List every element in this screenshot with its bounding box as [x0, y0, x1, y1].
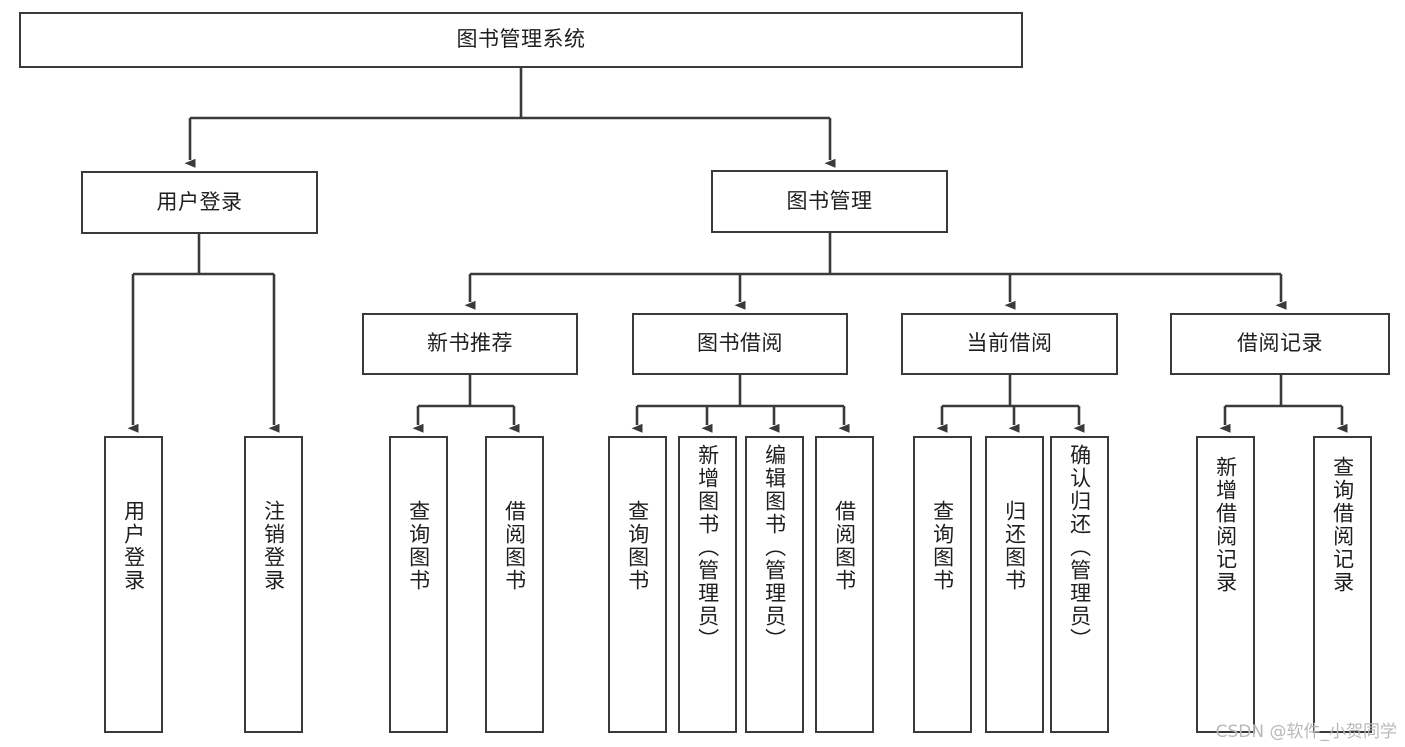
node-leaf-return-book-label: 归还图书	[1002, 500, 1027, 592]
node-current-borrow[interactable]: 当前借阅	[901, 313, 1118, 375]
node-leaf-query-record-label: 查询借阅记录	[1330, 456, 1355, 594]
node-leaf-user-login-label: 用户登录	[121, 500, 146, 592]
node-leaf-borrow-book-rec-label: 借阅图书	[502, 500, 527, 592]
node-leaf-borrow-book-b-label: 借阅图书	[832, 500, 857, 592]
node-leaf-add-book[interactable]: 新增图书（管理员）	[678, 436, 737, 733]
node-book-borrow-label: 图书借阅	[697, 331, 783, 356]
node-user-login[interactable]: 用户登录	[81, 171, 318, 234]
node-leaf-return-book[interactable]: 归还图书	[985, 436, 1044, 733]
node-leaf-edit-book-label: 编辑图书（管理员）	[762, 444, 787, 651]
node-leaf-query-book-c[interactable]: 查询图书	[913, 436, 972, 733]
node-root-label: 图书管理系统	[456, 27, 586, 52]
node-leaf-query-book-b[interactable]: 查询图书	[608, 436, 667, 733]
node-leaf-add-record-label: 新增借阅记录	[1213, 456, 1238, 594]
node-leaf-confirm-return[interactable]: 确认归还（管理员）	[1050, 436, 1109, 733]
node-leaf-add-record[interactable]: 新增借阅记录	[1196, 436, 1255, 733]
node-book-borrow[interactable]: 图书借阅	[632, 313, 848, 375]
node-user-login-label: 用户登录	[156, 189, 243, 214]
node-new-book-rec[interactable]: 新书推荐	[362, 313, 578, 375]
node-leaf-add-book-label: 新增图书（管理员）	[695, 444, 720, 651]
node-leaf-user-login[interactable]: 用户登录	[104, 436, 163, 733]
node-borrow-record[interactable]: 借阅记录	[1170, 313, 1390, 375]
node-book-manage[interactable]: 图书管理	[711, 170, 948, 233]
node-leaf-confirm-return-label: 确认归还（管理员）	[1067, 444, 1092, 651]
node-leaf-edit-book[interactable]: 编辑图书（管理员）	[745, 436, 804, 733]
node-leaf-query-record[interactable]: 查询借阅记录	[1313, 436, 1372, 733]
node-new-book-rec-label: 新书推荐	[427, 331, 513, 356]
watermark-text: CSDN @软件_小贺同学	[1215, 722, 1397, 742]
node-root[interactable]: 图书管理系统	[19, 12, 1023, 68]
node-book-manage-label: 图书管理	[786, 188, 873, 213]
node-leaf-query-book-b-label: 查询图书	[625, 500, 650, 592]
node-leaf-query-book-c-label: 查询图书	[930, 500, 955, 592]
node-leaf-borrow-book-rec[interactable]: 借阅图书	[485, 436, 544, 733]
node-current-borrow-label: 当前借阅	[966, 331, 1053, 356]
node-leaf-query-book-rec[interactable]: 查询图书	[389, 436, 448, 733]
node-leaf-logout-label: 注销登录	[261, 500, 286, 592]
node-leaf-query-book-rec-label: 查询图书	[406, 500, 431, 592]
node-leaf-borrow-book-b[interactable]: 借阅图书	[815, 436, 874, 733]
node-leaf-logout[interactable]: 注销登录	[244, 436, 303, 733]
node-borrow-record-label: 借阅记录	[1237, 331, 1323, 356]
